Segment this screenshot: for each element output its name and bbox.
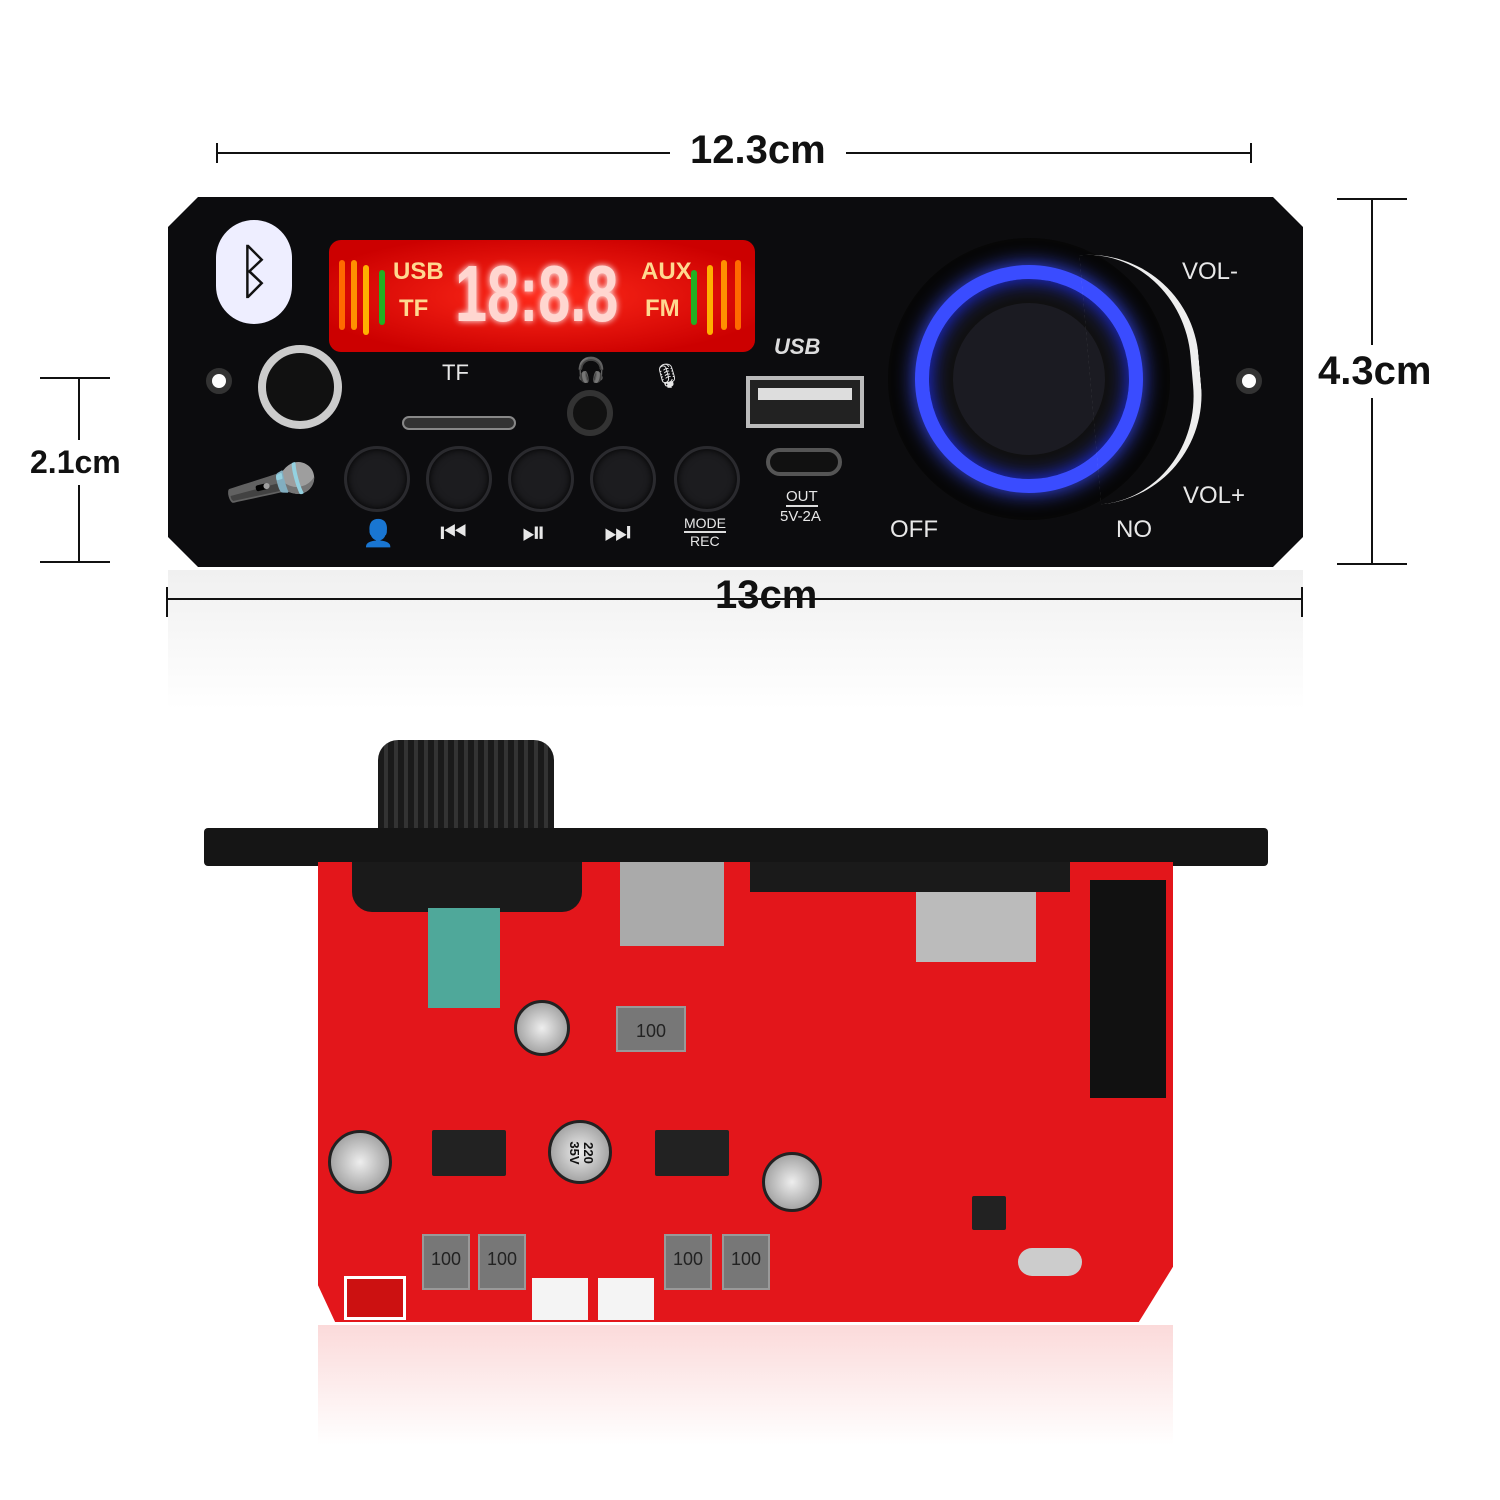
capacitor <box>514 1000 570 1056</box>
rec-label: REC <box>690 533 720 549</box>
tf-socket <box>916 892 1036 962</box>
capacitor <box>762 1152 822 1212</box>
mic-icon: 🎙 <box>652 363 683 390</box>
bluetooth-chip <box>972 1196 1006 1230</box>
voice-changer-icon: 👤 <box>362 518 395 548</box>
mount-hole <box>206 368 232 394</box>
inductor: 100 <box>722 1234 770 1290</box>
out-label: OUT <box>786 488 818 507</box>
dim-depth: 2.1cm <box>20 440 131 485</box>
mount-hole <box>1236 368 1262 394</box>
mode-label: MODE <box>684 515 726 533</box>
dim-tick <box>40 561 110 563</box>
speaker-connector <box>532 1278 588 1320</box>
previous-icon: ⏮ <box>440 516 467 549</box>
mic-jack[interactable] <box>258 345 342 429</box>
tf-card-slot[interactable] <box>402 416 516 430</box>
crystal <box>1018 1248 1082 1276</box>
off-label: OFF <box>890 516 938 543</box>
amp-chip <box>655 1130 729 1176</box>
voice-button[interactable] <box>344 446 410 512</box>
headphone-icon: 🎧 <box>576 357 606 384</box>
dim-tick <box>1301 587 1303 617</box>
led-display: USB TF 18:8.8 AUX FM <box>329 240 755 352</box>
level-bar <box>721 260 727 330</box>
knob-side <box>378 740 554 840</box>
usb-c-port[interactable] <box>766 448 842 476</box>
inductor: 100 <box>616 1006 686 1052</box>
vol-minus-label: VOL- <box>1182 258 1239 285</box>
next-icon: ⏭ <box>604 516 631 549</box>
level-bar <box>707 265 713 335</box>
dim-tick <box>1337 563 1407 565</box>
pcb-reflection <box>318 1325 1173 1445</box>
reflection <box>168 570 1303 710</box>
amp-chip <box>432 1130 506 1176</box>
dim-top-width: 12.3cm <box>670 128 846 173</box>
level-bar <box>691 270 697 325</box>
mode-rec-button[interactable] <box>674 446 740 512</box>
level-bar <box>379 270 385 325</box>
out-spec: 5V-2A <box>780 508 821 525</box>
switch <box>428 908 500 1008</box>
tf-label: TF <box>442 360 469 385</box>
display-usb: USB <box>393 258 444 285</box>
headphone-jack[interactable] <box>567 390 613 436</box>
dim-line-bottom <box>166 598 1303 600</box>
capacitor <box>328 1130 392 1194</box>
dim-height: 4.3cm <box>1310 345 1440 398</box>
level-bar <box>735 260 741 330</box>
inductor: 100 <box>478 1234 526 1290</box>
on-label: NO <box>1116 516 1152 543</box>
inductor: 100 <box>664 1234 712 1290</box>
previous-button[interactable] <box>426 446 492 512</box>
capacitor <box>548 1120 612 1184</box>
usb-port[interactable] <box>746 376 864 428</box>
usb-socket <box>620 862 724 946</box>
vol-plus-label: VOL+ <box>1183 482 1246 509</box>
usb-logo: USB <box>774 334 821 359</box>
level-bar <box>351 260 357 330</box>
play-pause-icon: ⏯ <box>522 516 546 549</box>
jack-socket <box>1090 880 1166 1098</box>
power-connector <box>344 1276 406 1320</box>
panel-side <box>204 828 1268 866</box>
dim-tick <box>40 377 110 379</box>
level-bar <box>363 265 369 335</box>
display-digits: 18:8.8 <box>455 249 619 338</box>
display-fm: FM <box>645 295 680 322</box>
connector <box>750 862 1070 892</box>
capacitor-label: 220 35V <box>567 1141 596 1165</box>
display-tf: TF <box>399 295 429 322</box>
dim-tick <box>166 587 168 617</box>
level-bar <box>339 260 345 330</box>
inductor: 100 <box>422 1234 470 1290</box>
dim-total-width: 13cm <box>715 573 818 617</box>
play-pause-button[interactable] <box>508 446 574 512</box>
speaker-connector <box>598 1278 654 1320</box>
mic-jack-body <box>352 862 582 912</box>
display-aux: AUX <box>641 258 692 285</box>
bluetooth-icon: ᛒ <box>216 220 292 324</box>
next-button[interactable] <box>590 446 656 512</box>
